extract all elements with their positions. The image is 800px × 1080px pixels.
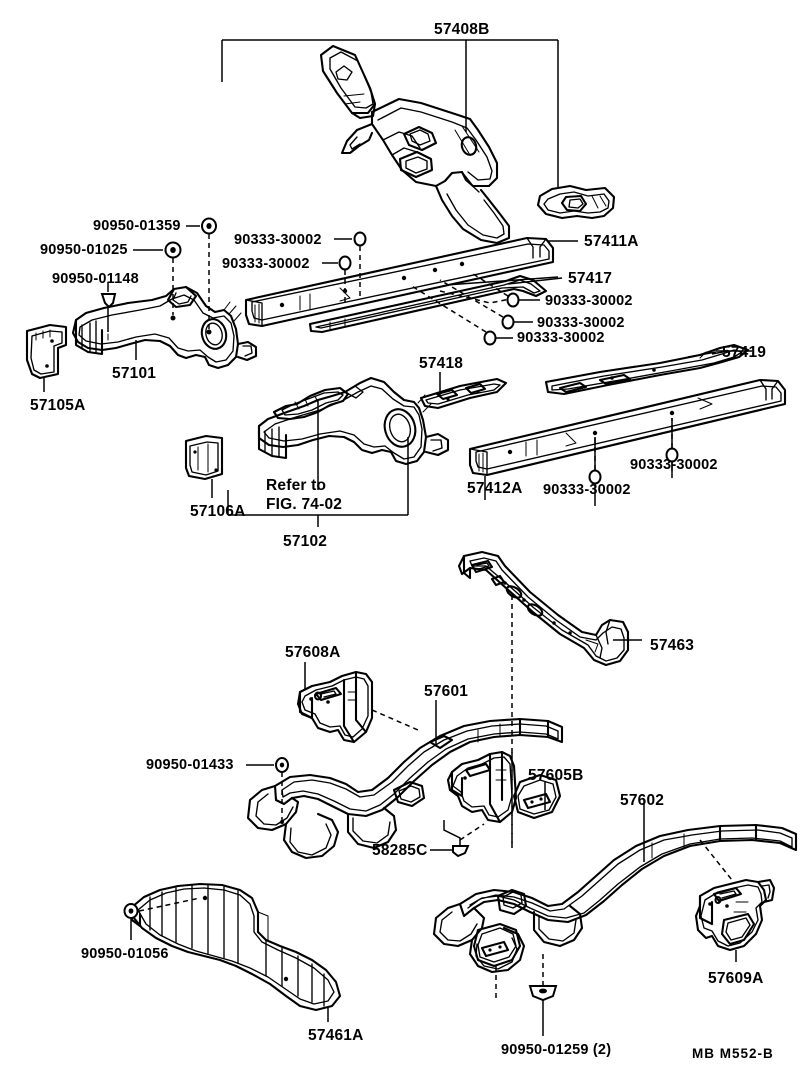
- part-label-57417: 57417: [568, 270, 613, 287]
- part-57411A-floor-side-rail: [244, 236, 555, 328]
- part-57601-rear-side-member: [246, 700, 564, 860]
- part-label-57106a: 57106A: [190, 503, 246, 520]
- part-57408B-right-bracket: [536, 184, 616, 220]
- part-label-57412a: 57412A: [467, 480, 523, 497]
- leader-90333-30002-c: [469, 271, 540, 308]
- part-label-57102: 57102: [283, 533, 328, 550]
- part-label-57609a: 57609A: [708, 970, 764, 987]
- leader-90333-30002-a: [334, 231, 367, 300]
- part-label-90333-30002: 90333-30002: [222, 256, 310, 272]
- part-57605B-reinforcement: [446, 750, 562, 848]
- part-label-90333-30002: 90333-30002: [234, 232, 322, 248]
- leader-90950-01359: [186, 217, 217, 330]
- part-57417-reinforcement: [308, 274, 559, 334]
- leader-90950-01259: [528, 950, 558, 1036]
- part-57609A-bracket: [694, 878, 776, 962]
- part-label-57418: 57418: [419, 355, 464, 372]
- leader-90950-01056: [123, 897, 201, 940]
- leader-90333-30002-f: [588, 437, 602, 506]
- leader-90333-30002-e: [409, 284, 513, 346]
- part-label-90950-01025: 90950-01025: [40, 242, 128, 258]
- leader-90950-01148: [100, 282, 117, 332]
- part-57608A-bracket: [296, 662, 419, 744]
- leader-90950-01433: [246, 757, 289, 824]
- part-label-90950-01359: 90950-01359: [93, 218, 181, 234]
- part-57408B-left-bracket: [319, 44, 377, 120]
- part-label-57602: 57602: [620, 792, 665, 809]
- part-57102-side-member: [227, 376, 450, 527]
- part-label-90333-30002: 90333-30002: [517, 330, 605, 346]
- part-label-90950-01259-2: 90950-01259 (2): [501, 1042, 612, 1058]
- part-label-90333-30002: 90333-30002: [630, 457, 718, 473]
- part-label-90950-01148: 90950-01148: [52, 271, 139, 287]
- part-57602-rear-side-member: [432, 800, 798, 1000]
- part-label-57608a: 57608A: [285, 644, 341, 661]
- part-label-90333-30002: 90333-30002: [543, 482, 631, 498]
- part-57463-crossmember: [457, 550, 642, 848]
- part-label-57419: 57419: [722, 344, 767, 361]
- leader-90333-30002-g: [665, 418, 679, 478]
- leader-57417: [507, 277, 563, 285]
- leader-90333-30002-d: [439, 279, 533, 330]
- part-57418-gusset: [419, 372, 508, 410]
- part-57101-side-member: [71, 285, 258, 370]
- leader-57419: [687, 351, 717, 358]
- part-57461A-crossmember: [130, 882, 342, 1022]
- part-57412A-floor-side-rail: [468, 378, 787, 500]
- part-57106A-bracket: [184, 434, 224, 498]
- part-label-90333-30002: 90333-30002: [537, 315, 625, 331]
- part-57419-reinforcement: [544, 343, 752, 396]
- part-label-57605b: 57605B: [528, 767, 584, 784]
- refer-to-note-line1: Refer to: [266, 477, 327, 494]
- part-label-57461a: 57461A: [308, 1027, 364, 1044]
- sheet-code-footer: MB M552-B: [692, 1046, 774, 1061]
- refer-to-note: Refer to FIG. 74-02: [266, 477, 342, 515]
- part-label-57411a: 57411A: [584, 233, 639, 250]
- part-label-90950-01056: 90950-01056: [81, 946, 169, 962]
- refer-to-note-line2: FIG. 74-02: [266, 495, 343, 513]
- part-label-57408b: 57408B: [434, 21, 490, 38]
- leader-58285C: [430, 820, 485, 858]
- part-label-57601: 57601: [424, 683, 469, 700]
- part-label-57105a: 57105A: [30, 397, 86, 414]
- part-57105A-bracket: [25, 323, 68, 392]
- part-label-90333-30002: 90333-30002: [545, 293, 633, 309]
- part-label-57463: 57463: [650, 637, 695, 654]
- part-label-58285c: 58285C: [372, 842, 428, 859]
- part-label-90950-01433: 90950-01433: [146, 757, 234, 773]
- part-57408B-crossmember: [340, 97, 511, 245]
- part-label-57101: 57101: [112, 365, 157, 382]
